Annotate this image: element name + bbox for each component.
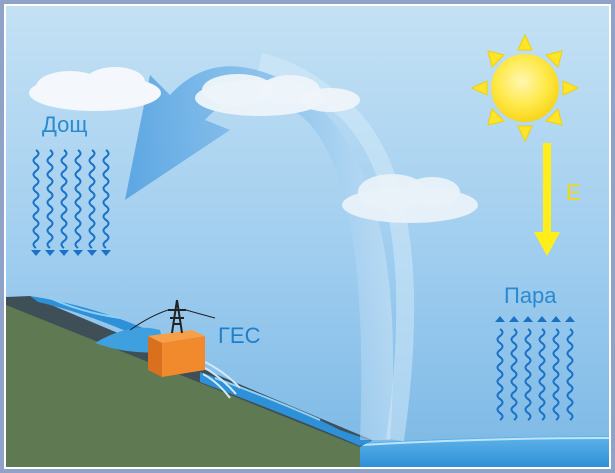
vapor-arrow-arrowhead [537,316,547,322]
vapor-arrow-arrowhead [565,316,575,322]
rain-arrow-wave [60,149,68,249]
vapor-label: Пара [504,283,557,308]
vapor-arrow-wave [510,328,518,421]
cloud-icon [195,74,360,116]
upper-river [30,296,160,340]
sea-shine [344,437,610,447]
rain-arrow-arrowhead [87,250,97,256]
vapor-arrow-wave [538,328,546,421]
vapor-arrow-wave [566,328,574,421]
rain-arrow-arrowhead [45,250,55,256]
vapor-arrow-wave [524,328,532,421]
rain-label: Дощ [42,112,87,137]
rain-arrow-wave [74,149,82,249]
power-pylon-icon [129,299,216,334]
hydro-power-plant [148,330,205,377]
vapor-arrow-wave [496,328,504,421]
cloud-icon [29,67,161,111]
vapor-arrow-arrowhead [495,316,505,322]
reservoir [95,327,165,353]
vapor-arrow-wave [552,328,560,421]
energy-label: Е [566,180,581,205]
energy-arrow [534,143,560,256]
vapor-arrow-arrowhead [551,316,561,322]
ground-slope [6,300,360,467]
rain-arrows [31,149,111,256]
hydro-plant-label: ГЕС [218,323,261,348]
rain-arrow-arrowhead [101,250,111,256]
upper-river-shine [49,297,121,319]
evaporation-arc [125,66,394,440]
outflow-streams [202,361,241,399]
rain-arrow-wave [46,149,54,249]
vapor-arrow-arrowhead [523,316,533,322]
rain-arrow-arrowhead [59,250,69,256]
rain-arrow-wave [102,149,110,249]
cloud-icon [342,174,478,223]
vapor-arrows [495,316,575,421]
sun-icon [470,33,580,143]
lower-river [200,372,372,446]
rain-arrow-wave [32,149,40,249]
rain-arrow-wave [88,149,96,249]
rain-arrow-arrowhead [31,250,41,256]
lower-river-shine [214,377,321,421]
vapor-arrow-arrowhead [509,316,519,322]
rain-arrow-arrowhead [73,250,83,256]
